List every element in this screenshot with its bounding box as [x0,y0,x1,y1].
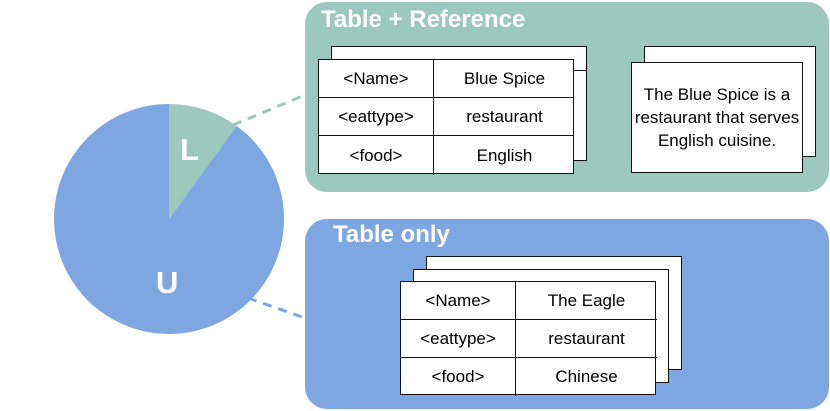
panel-table-reference: Table + Reference <Name> Blue Spice <eat… [305,2,829,192]
connector-line-reference [232,93,306,127]
data-table-reference: <Name> Blue Spice <eattype> restaurant <… [318,59,575,175]
panel-title-table-only: Table only [333,221,450,248]
pie-label-l: L [180,132,199,167]
table-cell-value: restaurant [516,320,657,358]
table-cell-key: <food> [401,358,516,396]
table-cell-value: English [476,145,533,165]
table-cell-value: Chinese [555,367,618,386]
table-cell-value: Blue Spice [434,60,575,98]
table-cell-key: <food> [319,136,434,175]
pie-slice-l [169,104,237,219]
table-cell-key: <eattype> [319,98,434,136]
pie-label-u: U [156,265,179,300]
table-cell-key: <Name> [319,60,434,98]
table-cell-value: restaurant [434,98,575,136]
table-stack-edge [574,70,587,161]
table-cell-key: <Name> [401,282,516,320]
data-table-only: <Name> The Eagle <eattype> restaurant <f… [400,281,657,396]
panel-title-table-reference: Table + Reference [321,6,526,33]
table-cell-value: The Eagle [516,282,657,320]
table-cell-key: <eattype> [401,320,516,358]
panel-table-only: Table only <Name> The Eagle <eattype> re… [305,219,829,409]
connector-line-table-only [247,296,306,320]
reference-text-card: The Blue Spice is a restaurant that serv… [631,62,803,173]
